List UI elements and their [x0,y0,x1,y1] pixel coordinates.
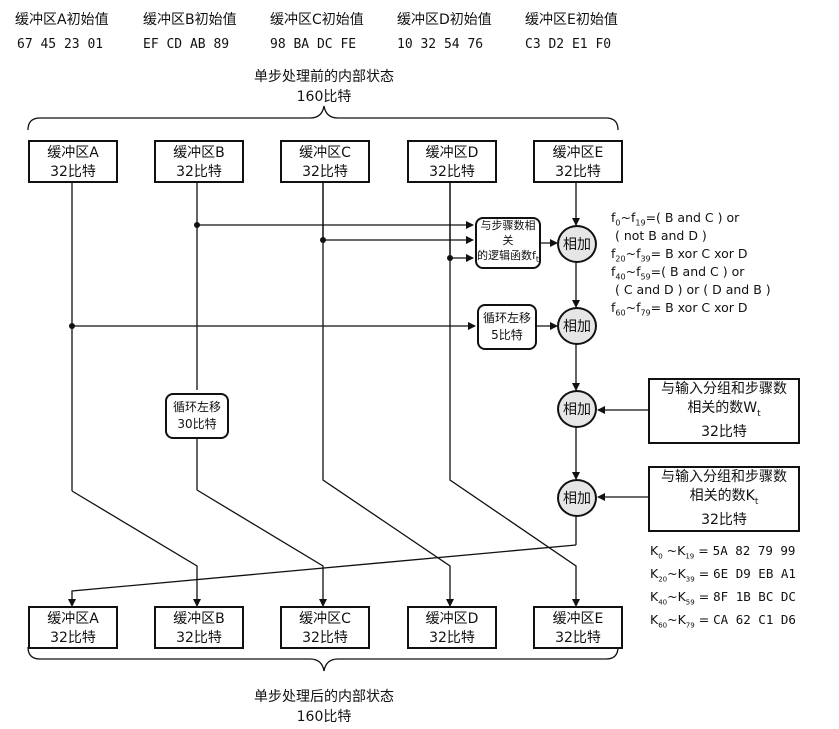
input-k-line2: 相关的数Kt [689,487,759,507]
register-name: 缓冲区A [47,145,99,161]
adder-3: 相加 [557,390,597,428]
k-constants: K0 ~K19 = 5A 82 79 99 K20~K39 = 6E D9 EB… [650,543,796,635]
register-name: 缓冲区D [425,611,479,627]
register-name: 缓冲区E [552,145,604,161]
k-const-0: K0 ~K19 = 5A 82 79 99 [650,543,796,561]
register-name: 缓冲区B [173,145,225,161]
register-bits: 32比特 [555,164,601,180]
rotate30-line2: 30比特 [177,417,217,431]
register-c-bottom: 缓冲区C 32比特 [280,606,370,649]
func-def-5: f60~f79= B xor C xor D [611,300,748,318]
rotate30-line1: 循环左移 [172,400,221,414]
init-value-c: 98 BA DC FE [270,37,357,52]
register-bits: 32比特 [555,630,601,646]
register-e-top: 缓冲区E 32比特 [533,140,623,183]
logic-function-line1: 与步骤数相关 [480,219,536,248]
init-label-b: 缓冲区B初始值 [143,12,237,28]
func-def-0: f0~f19=( B and C ) or [611,210,740,228]
rotate-left-5-box: 循环左移 5比特 [477,304,537,350]
register-a-top: 缓冲区A 32比特 [28,140,118,183]
k-const-2: K40~K59 = 8F 1B BC DC [650,589,796,607]
register-e-bottom: 缓冲区E 32比特 [533,606,623,649]
register-a-bottom: 缓冲区A 32比特 [28,606,118,649]
func-def-4: ( C and D ) or ( D and B ) [615,282,771,297]
init-value-a: 67 45 23 01 [17,37,104,52]
state-before-bits: 160比特 [296,89,352,105]
register-bits: 32比特 [429,164,475,180]
k-const-1: K20~K39 = 6E D9 EB A1 [650,566,796,584]
register-name: 缓冲区C [299,145,351,161]
register-name: 缓冲区B [173,611,225,627]
register-c-top: 缓冲区C 32比特 [280,140,370,183]
init-label-a: 缓冲区A初始值 [15,12,109,28]
state-after-bits: 160比特 [296,709,352,725]
input-k-line1: 与输入分组和步骤数 [661,468,787,485]
init-value-e: C3 D2 E1 F0 [525,37,612,52]
init-label-c: 缓冲区C初始值 [270,12,364,28]
init-label-e: 缓冲区E初始值 [525,12,618,28]
input-w-box: 与输入分组和步骤数 相关的数Wt 32比特 [648,378,800,444]
input-w-line1: 与输入分组和步骤数 [661,380,787,397]
rotate-left-30-box: 循环左移 30比特 [165,393,229,439]
k-const-3: K60~K79 = CA 62 C1 D6 [650,612,796,630]
register-bits: 32比特 [50,164,96,180]
input-w-line2: 相关的数Wt [687,399,761,419]
function-definitions: f0~f19=( B and C ) or ( not B and D ) f2… [611,210,771,318]
register-bits: 32比特 [302,630,348,646]
register-d-top: 缓冲区D 32比特 [407,140,497,183]
adder-4: 相加 [557,479,597,517]
rotate5-line1: 循环左移 [482,311,531,325]
init-value-d: 10 32 54 76 [397,37,484,52]
input-w-line3: 32比特 [701,424,747,441]
func-def-2: f20~f39= B xor C xor D [611,246,748,264]
register-b-bottom: 缓冲区B 32比特 [154,606,244,649]
register-name: 缓冲区E [552,611,604,627]
register-bits: 32比特 [50,630,96,646]
register-name: 缓冲区D [425,145,479,161]
register-bits: 32比特 [429,630,475,646]
adder-1: 相加 [557,225,597,263]
input-k-line3: 32比特 [701,512,747,529]
func-def-3: f40~f59=( B and C ) or [611,264,745,282]
init-label-d: 缓冲区D初始值 [397,12,492,28]
state-after-title: 单步处理后的内部状态 [254,689,394,705]
func-def-1: ( not B and D ) [615,228,707,243]
register-bits: 32比特 [176,164,222,180]
input-k-box: 与输入分组和步骤数 相关的数Kt 32比特 [648,466,800,532]
rotate5-line2: 5比特 [491,328,523,342]
logic-function-line2: 的逻辑函数ft [477,249,540,265]
adder-2: 相加 [557,307,597,345]
register-d-bottom: 缓冲区D 32比特 [407,606,497,649]
logic-function-box: 与步骤数相关 的逻辑函数ft [475,217,541,269]
register-name: 缓冲区C [299,611,351,627]
register-name: 缓冲区A [47,611,99,627]
register-bits: 32比特 [302,164,348,180]
state-before-title: 单步处理前的内部状态 [254,69,394,85]
register-bits: 32比特 [176,630,222,646]
init-value-b: EF CD AB 89 [143,37,230,52]
register-b-top: 缓冲区B 32比特 [154,140,244,183]
